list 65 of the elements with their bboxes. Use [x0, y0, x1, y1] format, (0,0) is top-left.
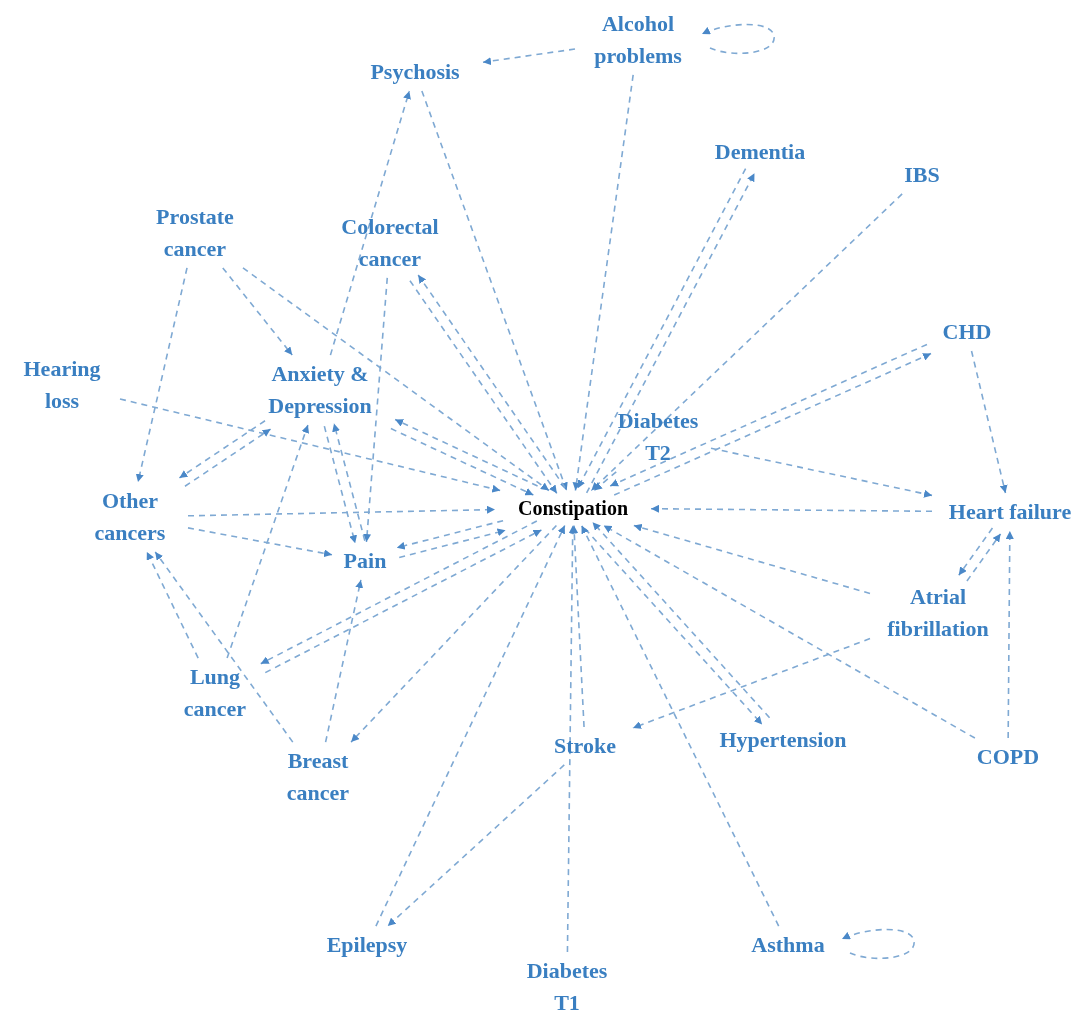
dashed-arrow	[570, 524, 585, 728]
dashed-arrow	[242, 267, 550, 492]
condition-label: Breast cancer	[285, 747, 351, 807]
dashed-arrow	[958, 527, 994, 576]
dashed-arrow	[363, 277, 389, 543]
dashed-arrow	[184, 428, 272, 488]
dashed-arrow	[421, 90, 568, 492]
dashed-arrow	[187, 527, 333, 558]
dashed-arrow	[178, 419, 266, 479]
dashed-arrow	[602, 524, 976, 739]
dashed-arrow	[398, 528, 507, 559]
dashed-arrow	[701, 23, 775, 55]
condition-label: Heart failure	[948, 498, 1072, 527]
dashed-arrow	[482, 48, 576, 66]
dashed-arrow	[146, 551, 199, 659]
dashed-arrow	[632, 637, 871, 729]
dashed-arrow	[386, 764, 566, 927]
dashed-arrow	[970, 350, 1008, 494]
dashed-arrow	[966, 533, 1002, 582]
dashed-arrow	[324, 579, 364, 743]
condition-label: Pain	[343, 547, 387, 576]
condition-label: Diabetes T1	[525, 957, 609, 1017]
dashed-arrow	[633, 523, 871, 595]
condition-label: Anxiety & Depression	[267, 360, 373, 420]
dashed-arrow	[323, 425, 357, 545]
condition-label: Dementia	[714, 138, 806, 167]
dashed-arrow	[566, 524, 577, 953]
condition-label: Hearing loss	[22, 355, 102, 415]
condition-label: Colorectal cancer	[340, 213, 440, 273]
condition-label: CHD	[942, 318, 992, 347]
dashed-arrow	[329, 90, 411, 356]
condition-label: Psychosis	[370, 58, 460, 87]
dashed-arrow	[1005, 530, 1014, 739]
condition-label: Other cancers	[93, 487, 167, 547]
condition-label: Prostate cancer	[155, 203, 235, 263]
dashed-arrow	[135, 267, 188, 483]
dashed-arrow	[394, 418, 539, 487]
condition-label: Constipation	[518, 495, 628, 522]
dashed-arrow	[222, 267, 294, 356]
dashed-arrow	[590, 193, 903, 492]
dashed-arrow	[710, 447, 933, 498]
dashed-arrow	[572, 74, 634, 492]
dashed-arrow	[390, 427, 535, 496]
condition-label: IBS	[904, 161, 940, 190]
condition-label: Stroke	[554, 732, 616, 761]
dashed-arrow	[593, 471, 618, 492]
condition-label: Alcohol problems	[593, 10, 683, 70]
dashed-arrow	[650, 504, 933, 513]
dashed-arrow	[119, 398, 502, 493]
condition-label: COPD	[976, 743, 1040, 772]
condition-label: Epilepsy	[326, 931, 408, 960]
dashed-arrow	[350, 524, 558, 743]
condition-label: Hypertension	[719, 726, 847, 755]
dashed-arrow	[187, 505, 496, 517]
dashed-arrow	[332, 422, 366, 542]
dashed-arrow	[395, 519, 504, 550]
dashed-arrow	[375, 524, 566, 927]
condition-label: Lung cancer	[182, 663, 248, 723]
condition-label: Asthma	[751, 931, 825, 960]
dashed-arrow	[841, 928, 915, 960]
condition-label: Atrial fibrillation	[886, 583, 990, 643]
dashed-arrow	[226, 424, 310, 659]
condition-label: Diabetes T2	[616, 407, 700, 467]
dashed-arrow	[154, 551, 294, 743]
dashed-arrow	[580, 524, 780, 927]
